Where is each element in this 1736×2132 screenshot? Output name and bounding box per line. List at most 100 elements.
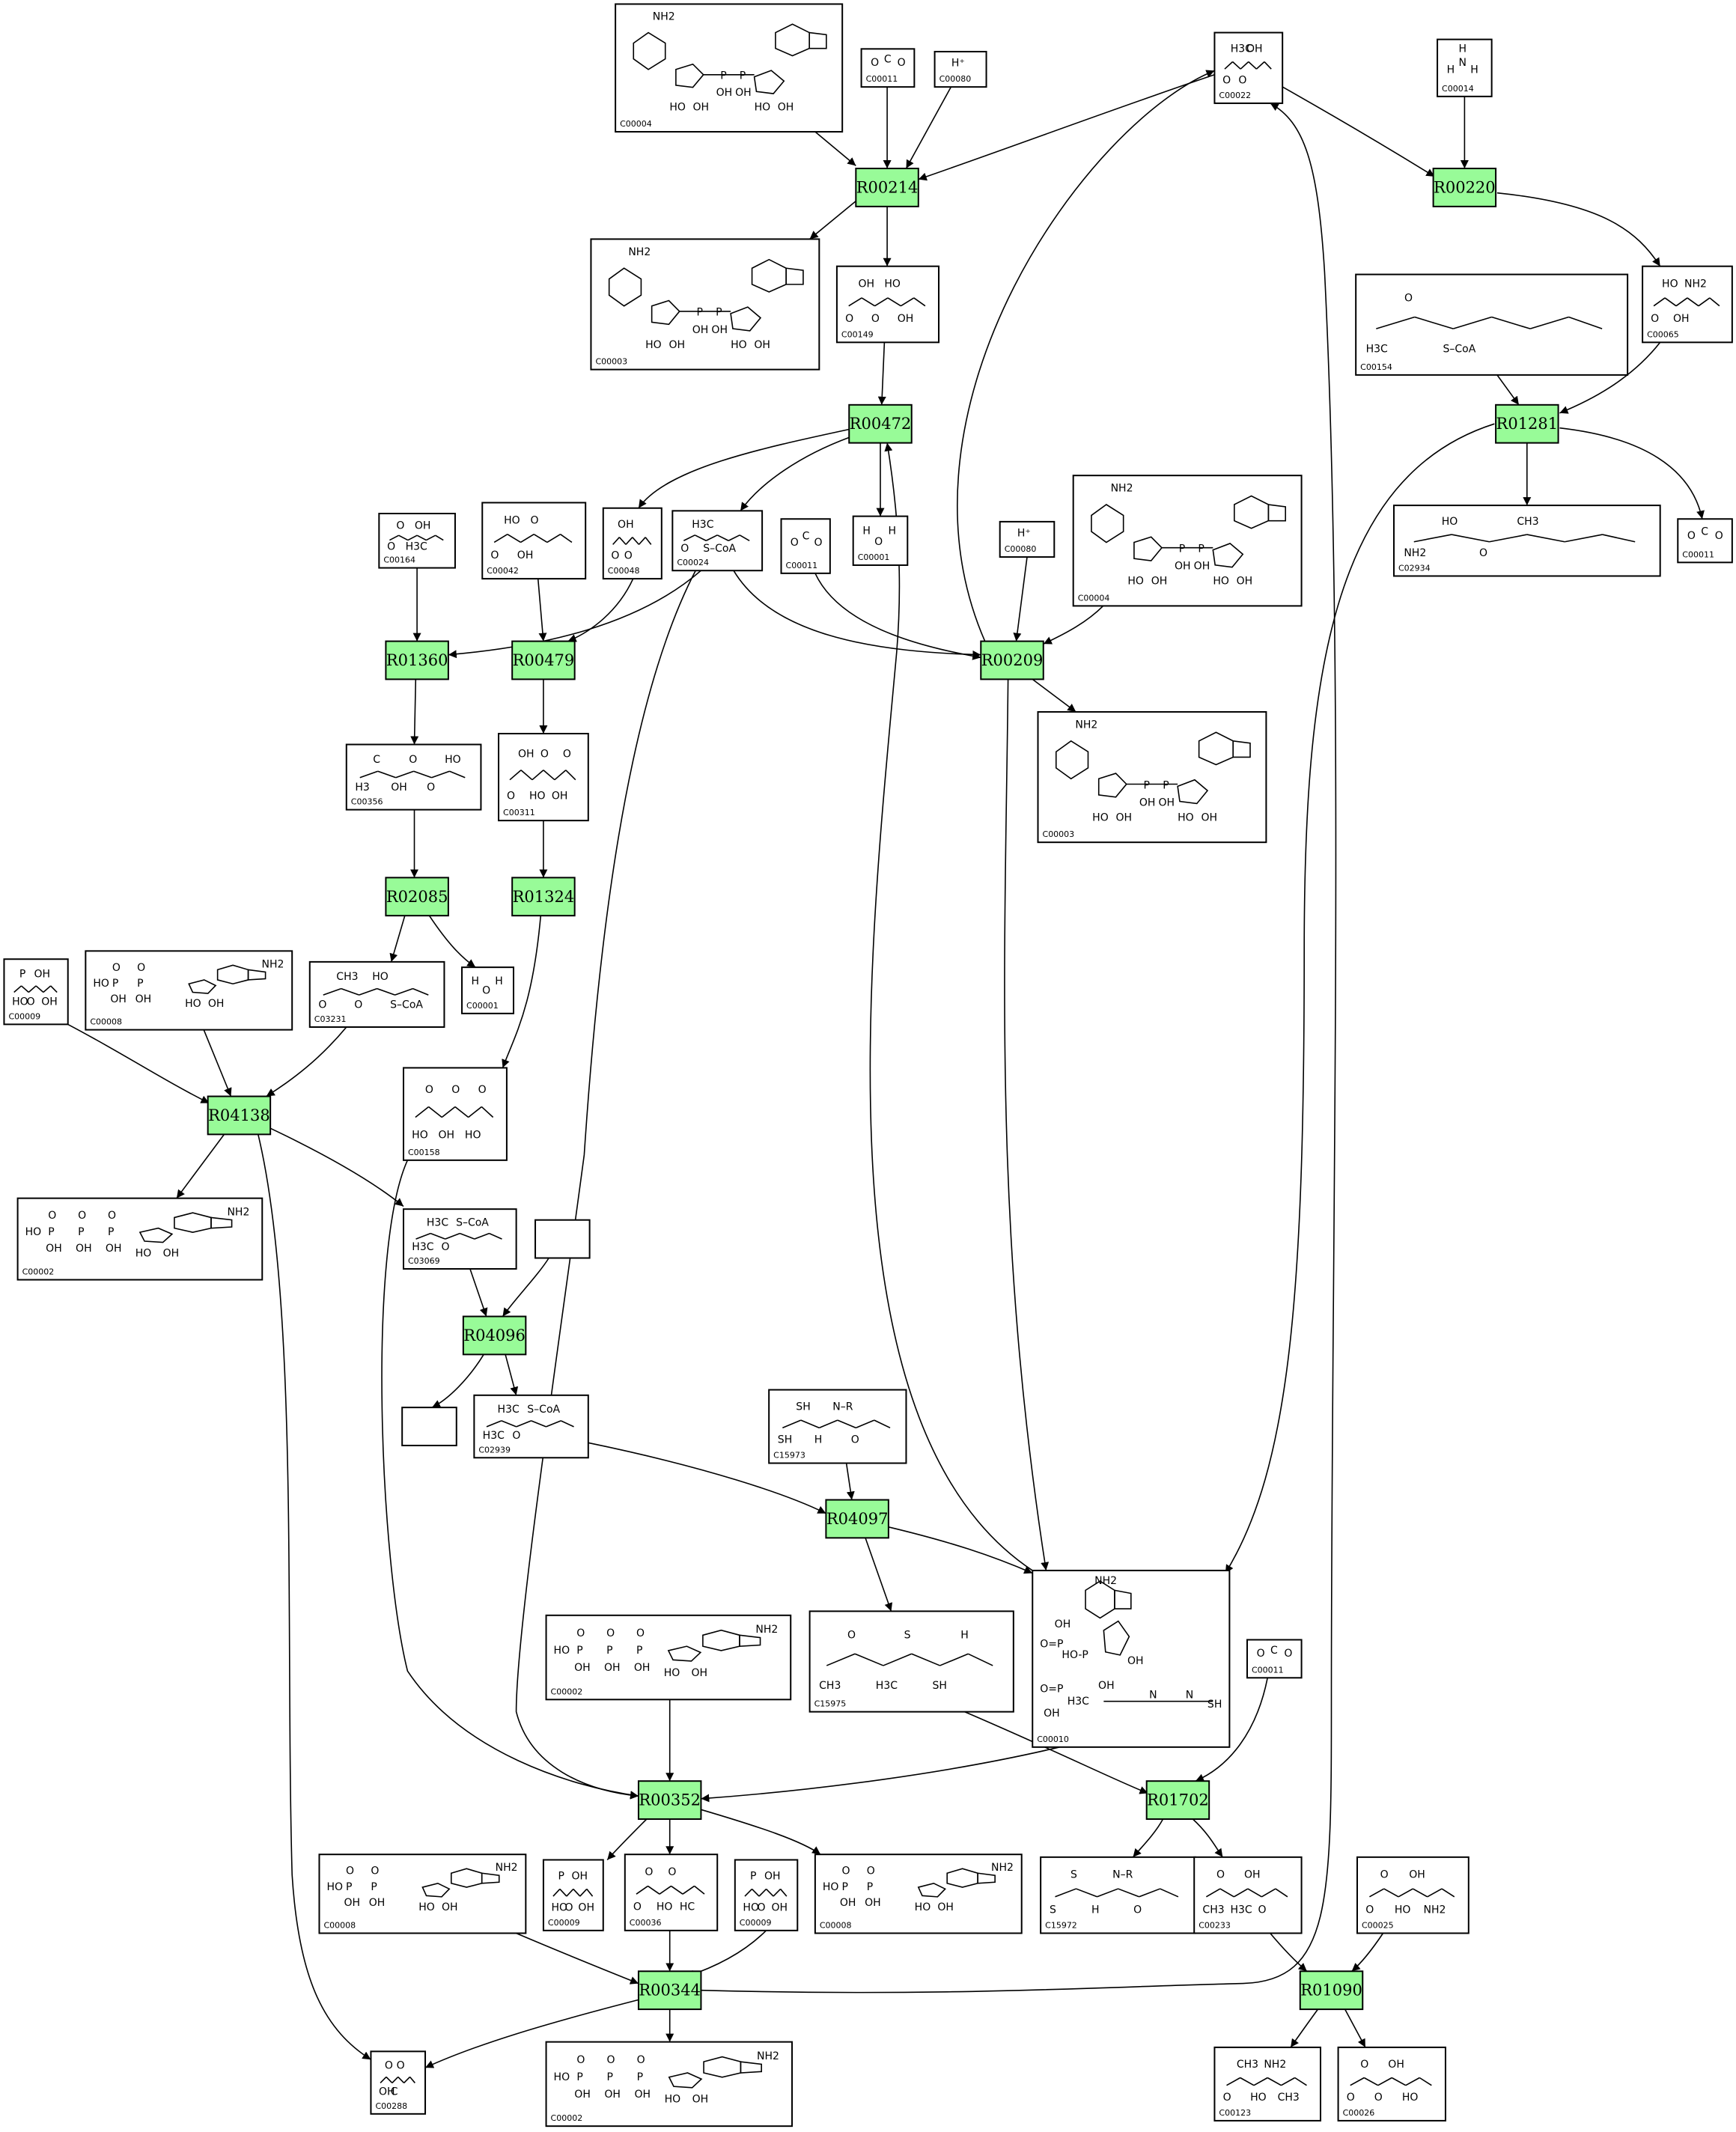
- atom-label: O: [563, 749, 571, 761]
- reaction-node[interactable]: R01360: [385, 640, 449, 680]
- edge-R00472-to-c12: [638, 428, 850, 509]
- hydroxyl-label: HO: [823, 1881, 839, 1893]
- reaction-box: [207, 1095, 272, 1136]
- compound-id: C00003: [1043, 829, 1075, 839]
- atom-label: H3C: [427, 1217, 448, 1229]
- atom-label: O: [1651, 313, 1659, 325]
- reaction-node[interactable]: R01281: [1495, 403, 1559, 444]
- reaction-node[interactable]: R00472: [848, 403, 913, 444]
- hydroxyl-label: HO: [25, 1226, 42, 1238]
- atom-label: C: [391, 2086, 398, 2098]
- compound-box: [318, 1854, 527, 1934]
- atom-label: OH: [41, 996, 58, 1008]
- atom-label: HO: [465, 1129, 481, 1141]
- compound-id: C00025: [1362, 1920, 1394, 1930]
- compound-box: [545, 2041, 794, 2128]
- compound-box: [999, 520, 1056, 558]
- compound-box: [1037, 710, 1267, 844]
- reaction-node[interactable]: R00220: [1432, 168, 1497, 207]
- compound-node[interactable]: H⁺C00080: [934, 50, 987, 88]
- atom-label: H3C: [483, 1430, 505, 1442]
- compound-id: C00123: [1219, 2108, 1251, 2118]
- edge-c11-to-R00479: [537, 579, 547, 642]
- phosphate-label: P: [137, 978, 143, 990]
- reaction-node[interactable]: R00209: [980, 640, 1044, 680]
- atom-label: OH: [1246, 43, 1263, 55]
- edge-R04138-to-c46: [258, 1134, 371, 2060]
- reaction-node[interactable]: R00479: [511, 640, 576, 680]
- reaction-node[interactable]: R01090: [1299, 1970, 1364, 2011]
- edge-R00352-to-c39: [606, 1818, 648, 1861]
- compound-node[interactable]: [401, 1407, 457, 1446]
- compound-node[interactable]: [534, 1219, 591, 1259]
- reaction-node[interactable]: R01324: [511, 877, 576, 917]
- reaction-node[interactable]: R02085: [385, 877, 449, 917]
- edge-R01360-to-c20: [410, 679, 419, 745]
- compound-id: C00010: [1037, 1734, 1069, 1744]
- edge-c14-to-R00209: [814, 573, 981, 660]
- compound-id: C00154: [1360, 362, 1392, 372]
- compound-node[interactable]: H⁺C00080: [999, 520, 1056, 558]
- hydroxyl-label: OH: [1116, 812, 1133, 824]
- reaction-node[interactable]: R00214: [855, 168, 919, 207]
- compound-id: C00036: [630, 1918, 662, 1928]
- reaction-node[interactable]: R04138: [207, 1095, 272, 1136]
- reaction-node[interactable]: R01702: [1145, 1780, 1210, 1821]
- atom-label: S–CoA: [1443, 343, 1475, 355]
- reaction-node[interactable]: R00344: [637, 1970, 702, 2011]
- reaction-node[interactable]: R04096: [462, 1315, 527, 1356]
- reaction-node[interactable]: R00352: [637, 1780, 702, 1821]
- compound-box: [473, 1394, 589, 1459]
- hydroxyl-label: OH: [693, 102, 710, 114]
- reaction-node[interactable]: R04097: [825, 1499, 889, 1539]
- atom-label: O: [318, 999, 326, 1011]
- atom-label: O: [611, 550, 619, 562]
- reaction-label: R04138: [208, 1106, 270, 1124]
